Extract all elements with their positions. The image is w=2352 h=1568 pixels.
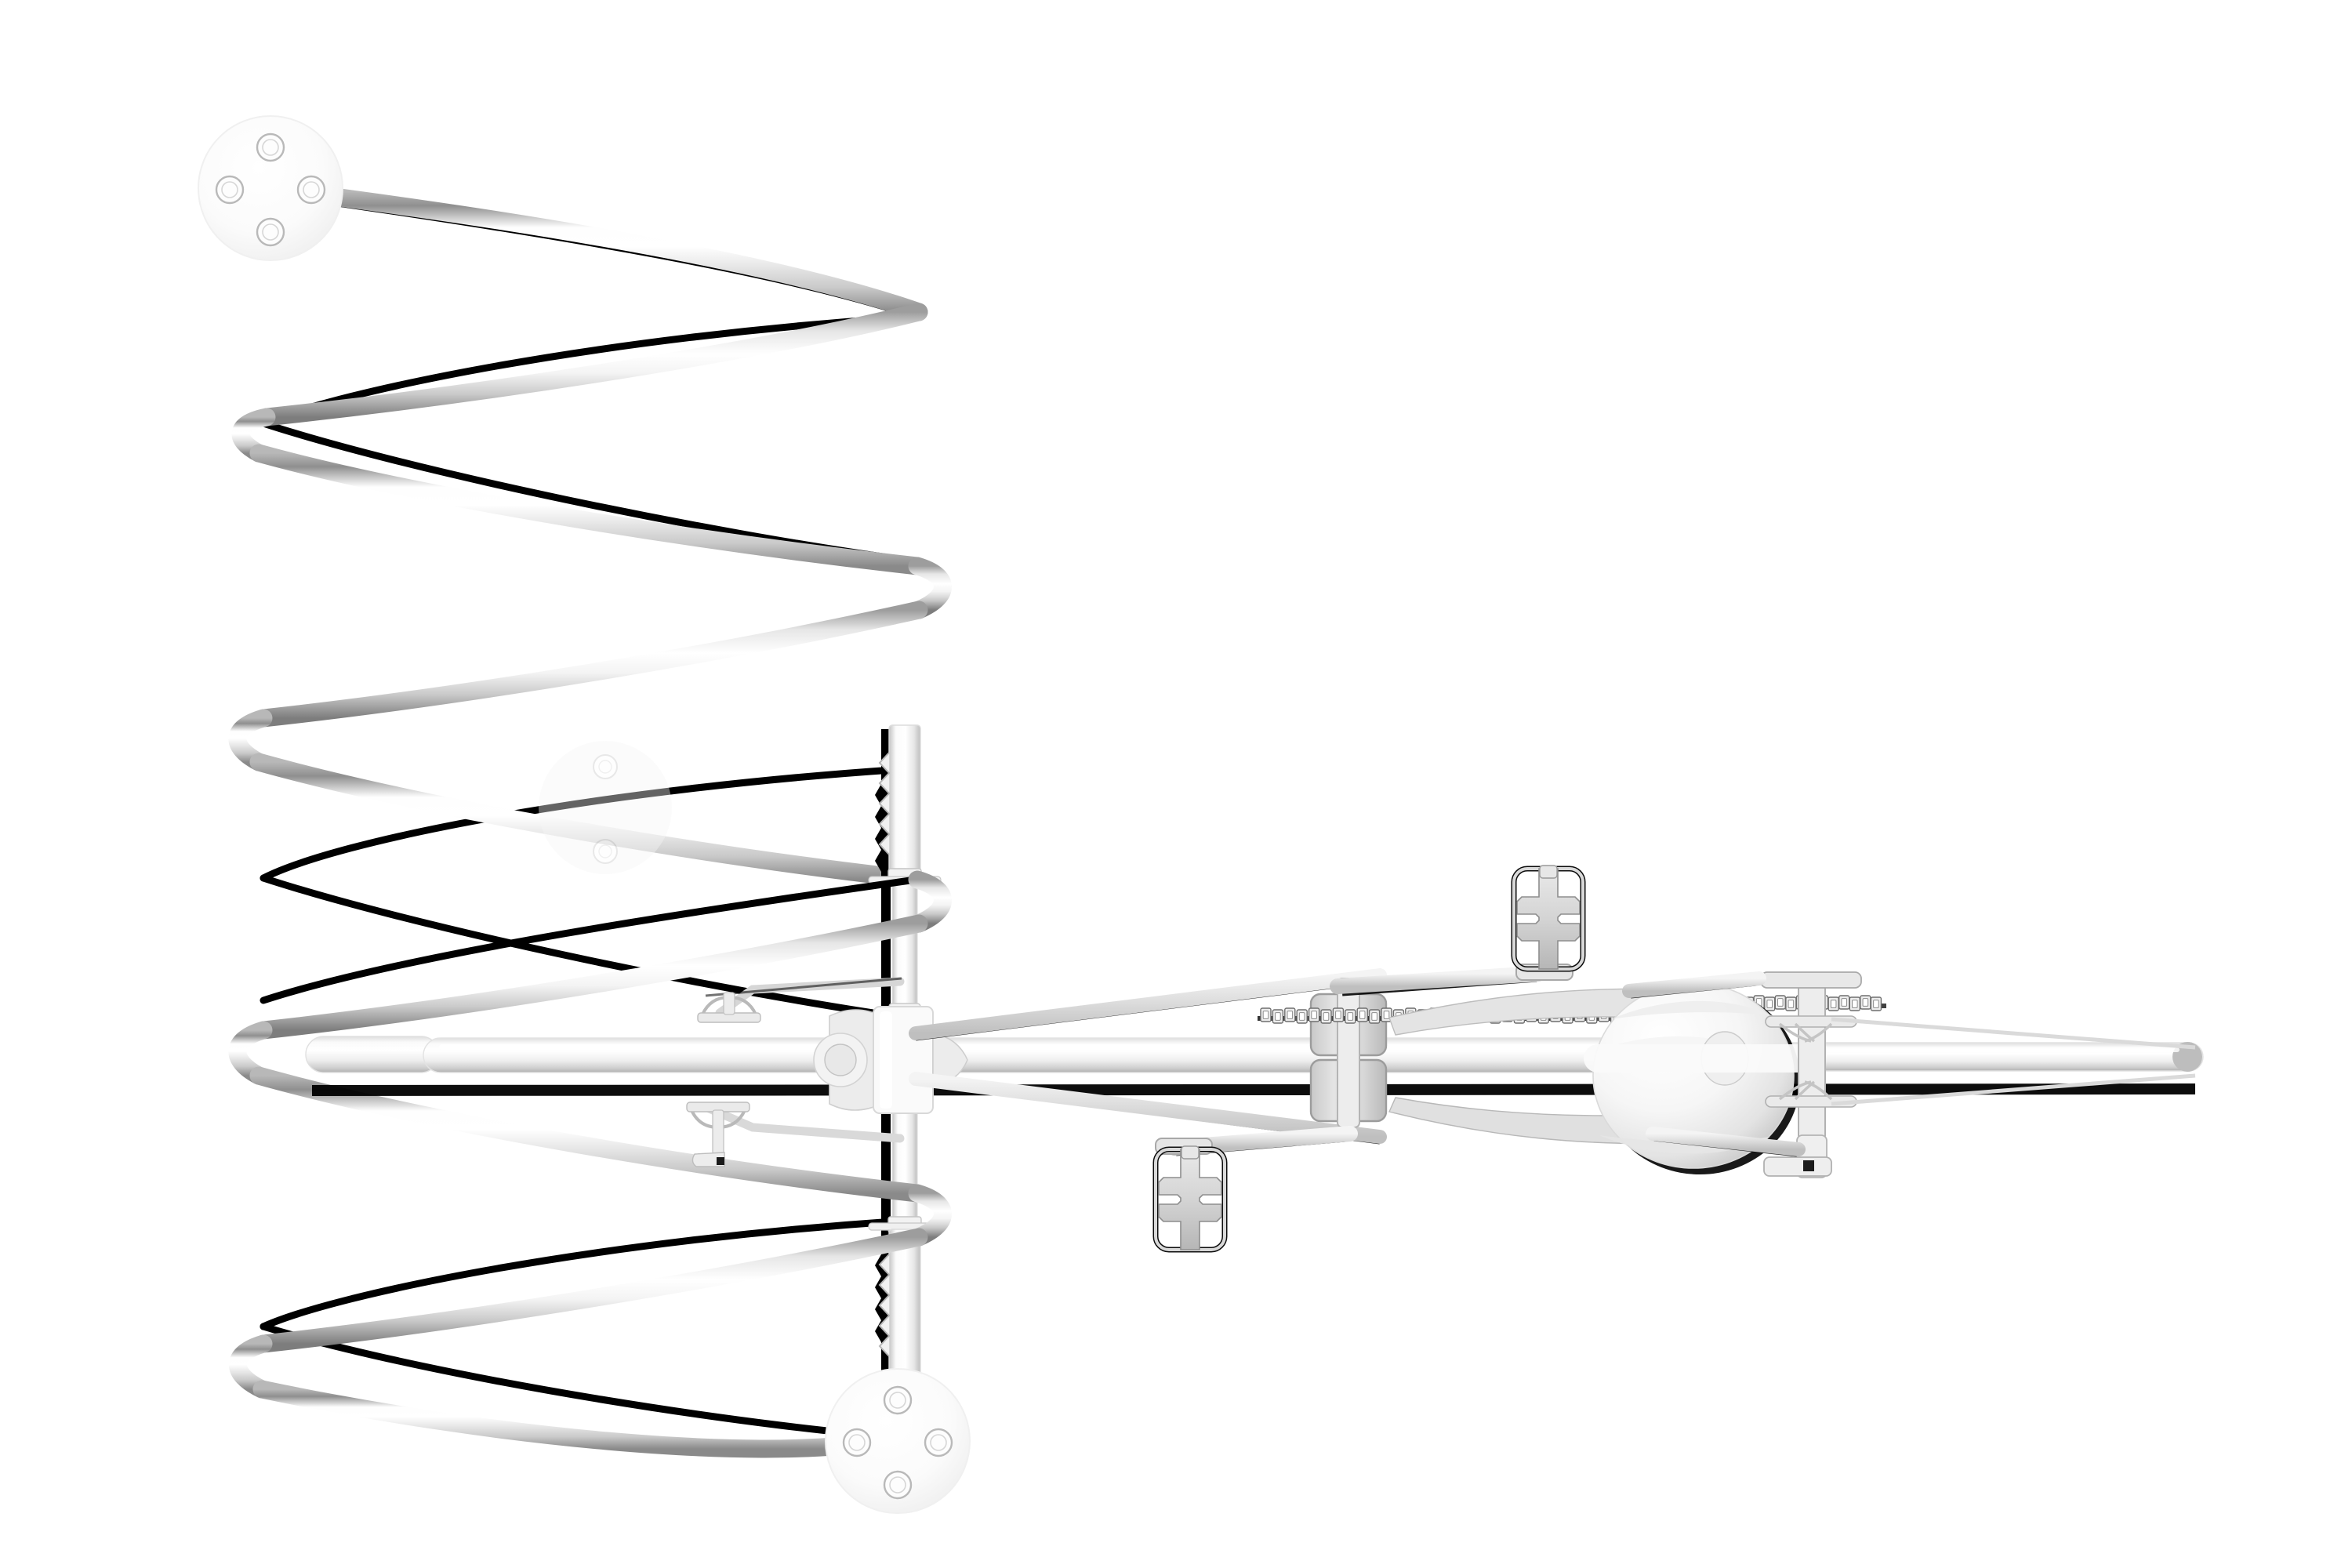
chain-link xyxy=(1849,996,1860,1011)
coil-bend-right-2 xyxy=(908,870,952,933)
strut-group xyxy=(909,968,1387,1145)
coil-turn-2-front xyxy=(249,444,927,575)
boom-left-stub xyxy=(305,1036,440,1073)
chain-link xyxy=(1870,996,1882,1011)
coil-turn-1-back xyxy=(257,303,928,426)
chain-link xyxy=(1272,1009,1284,1024)
cross-reflector-inner-upper xyxy=(697,977,905,1023)
coil-turn-1-front xyxy=(282,182,928,321)
boom-end-cap xyxy=(2172,1042,2202,1072)
clamp-block-right xyxy=(1622,971,2196,1178)
coil-turn-3-front xyxy=(249,753,927,889)
helical-coil xyxy=(228,182,952,1443)
clamp-block-left xyxy=(1309,978,1388,1128)
coil-bend-left-3 xyxy=(228,1021,273,1085)
reflector-arm-upper xyxy=(1330,964,1573,996)
helical-coil-front xyxy=(228,870,952,1458)
chain-link xyxy=(1368,1009,1381,1024)
coil-turn-3-back xyxy=(254,914,928,1040)
chain-link xyxy=(1320,1009,1332,1024)
coil-bend-right-3 xyxy=(908,1184,952,1247)
horizontal-boom xyxy=(305,1036,2204,1096)
chain-link xyxy=(1828,996,1839,1011)
coil-turn-4-back xyxy=(254,1228,928,1353)
chain-link xyxy=(1284,1007,1296,1022)
coil-tail-to-flange xyxy=(252,1380,889,1458)
chain-link xyxy=(1774,995,1786,1010)
strut-upper-front xyxy=(909,968,1387,1040)
chain-link xyxy=(1785,996,1797,1011)
chain-link xyxy=(1332,1007,1345,1022)
coil-turn-4-front xyxy=(249,1066,927,1203)
strut-lower-front xyxy=(909,1072,1387,1144)
cross-reflector-inner-lower xyxy=(686,1102,905,1167)
chain-link xyxy=(1308,1007,1320,1022)
boom-main xyxy=(423,1037,1710,1073)
bottom-mounting-flange xyxy=(824,1367,971,1515)
chain-link xyxy=(1356,1007,1368,1022)
chain-link xyxy=(1296,1009,1308,1024)
mid-ghost-flange xyxy=(539,741,672,874)
chain-link xyxy=(1860,995,1871,1010)
coil-bend-left-2 xyxy=(228,709,273,771)
chain-link xyxy=(1764,996,1776,1011)
chain-link xyxy=(1838,995,1850,1010)
chain-link xyxy=(1260,1007,1272,1022)
coil-bend-left-4 xyxy=(229,1334,273,1399)
coil-bend-right-1 xyxy=(908,557,952,619)
coil-turn-2-back xyxy=(254,601,928,728)
chain-link xyxy=(1345,1009,1356,1024)
top-mounting-flange xyxy=(197,114,344,262)
